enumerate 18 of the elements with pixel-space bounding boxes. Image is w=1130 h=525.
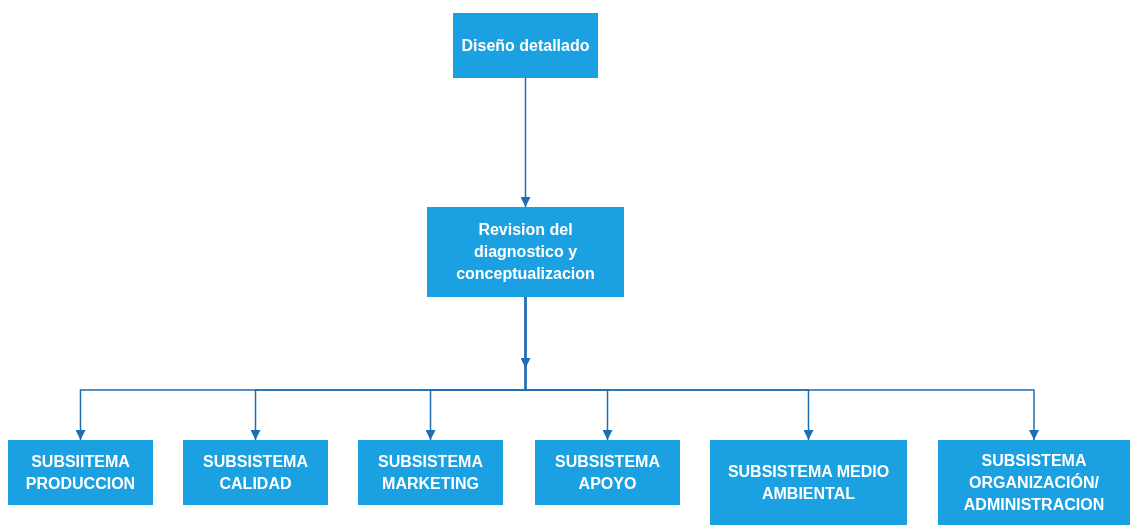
box-label: SUBSISTEMA CALIDAD — [202, 451, 309, 494]
box-label: SUBSISTEMA ORGANIZACIÓN/ ADMINISTRACION — [962, 450, 1106, 515]
arrow — [520, 296, 531, 369]
box-label: SUBSISTEMA MEDIO AMBIENTAL — [726, 461, 891, 504]
box-label: SUBSISTEMA APOYO — [554, 451, 661, 494]
process-box — [535, 440, 680, 505]
box-label: Diseño detallado — [461, 35, 590, 56]
process-box — [183, 440, 328, 505]
box-label: SUBSIITEMA PRODUCCION — [24, 451, 137, 494]
process-box — [8, 440, 153, 505]
process-box — [427, 207, 624, 297]
process-box — [710, 440, 907, 525]
arrow — [520, 77, 531, 208]
process-box — [938, 440, 1130, 525]
box-label: Revision del diagnostico y conceptualizacion — [455, 220, 596, 284]
box-label: SUBSISTEMA MARKETING — [377, 451, 484, 494]
process-box — [453, 13, 598, 78]
process-box — [358, 440, 503, 505]
